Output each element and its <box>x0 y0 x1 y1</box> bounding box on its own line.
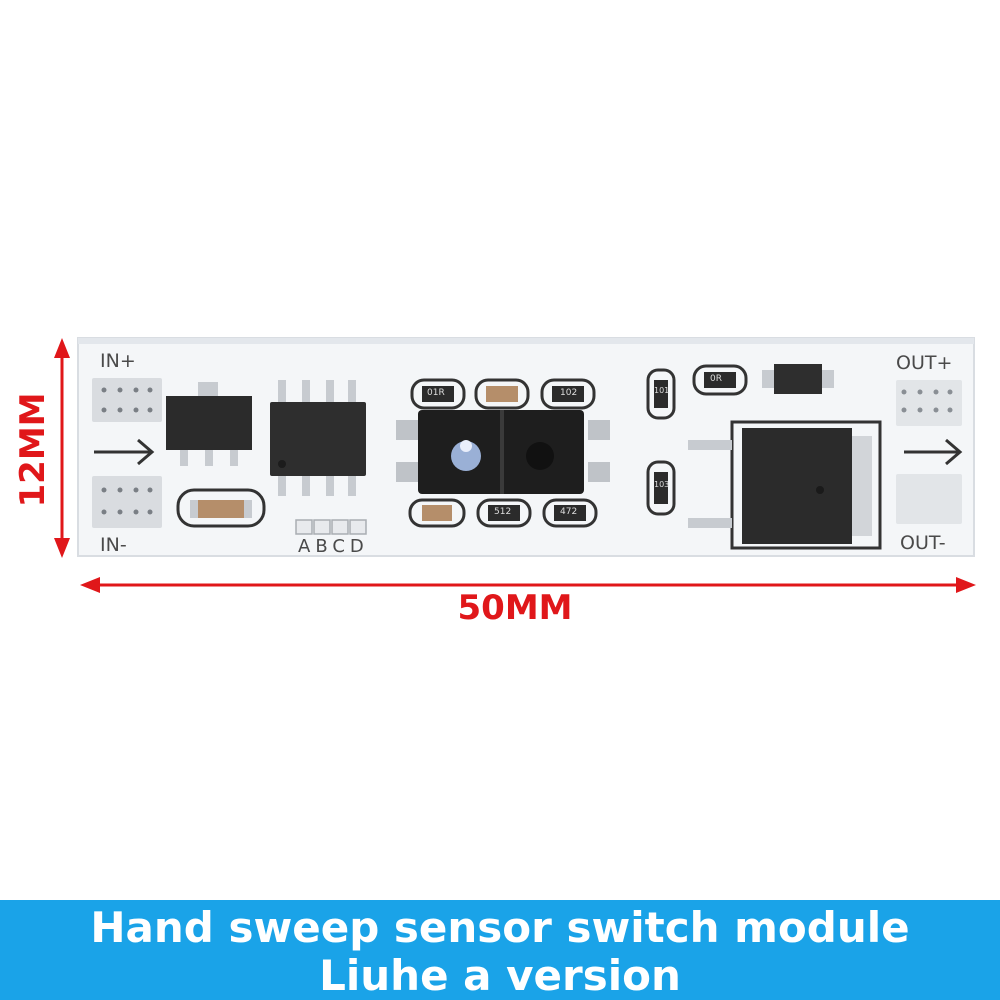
banner-subtitle: Liuhe a version <box>319 951 681 1000</box>
ir-sensor <box>418 410 584 494</box>
marking-r1: 01R <box>427 388 445 398</box>
smd-resistors-top <box>410 378 596 410</box>
input-arrow <box>94 438 155 466</box>
smd-resistors-bottom <box>408 498 598 528</box>
product-banner: Hand sweep sensor switch module Liuhe a … <box>0 900 1000 1000</box>
pcb-photo <box>54 337 976 593</box>
input-pads <box>92 378 162 528</box>
marking-r7: 472 <box>560 507 578 517</box>
height-dimension-arrow <box>54 338 70 558</box>
smd-resistors-right <box>646 364 748 516</box>
jumper-pads <box>295 519 367 535</box>
banner-title: Hand sweep sensor switch module <box>90 903 910 952</box>
label-pads-abcd: ABCD <box>298 536 369 557</box>
label-in-plus: IN+ <box>100 350 136 372</box>
sensor-pins <box>396 420 610 482</box>
ir-emitter-led <box>451 441 481 471</box>
mosfet <box>688 420 882 550</box>
marking-r4: 101 <box>654 386 670 395</box>
width-dimension-label: 50MM <box>457 588 573 628</box>
ir-receiver <box>526 442 554 470</box>
marking-r6: 512 <box>494 507 512 517</box>
voltage-regulator <box>166 382 252 466</box>
capacitor <box>176 488 266 528</box>
smd-diode <box>762 364 834 394</box>
soic8-chip <box>270 380 366 496</box>
label-in-minus: IN- <box>100 534 127 556</box>
label-out-minus: OUT- <box>900 532 946 554</box>
marking-r3: 0R <box>710 374 722 384</box>
output-arrow <box>904 438 963 466</box>
marking-r5: 103 <box>654 480 670 489</box>
output-pads <box>896 380 962 524</box>
width-dimension-arrow <box>80 577 976 593</box>
marking-r2: 102 <box>560 388 578 398</box>
height-dimension-label: 12MM <box>13 392 53 508</box>
label-out-plus: OUT+ <box>896 352 953 374</box>
